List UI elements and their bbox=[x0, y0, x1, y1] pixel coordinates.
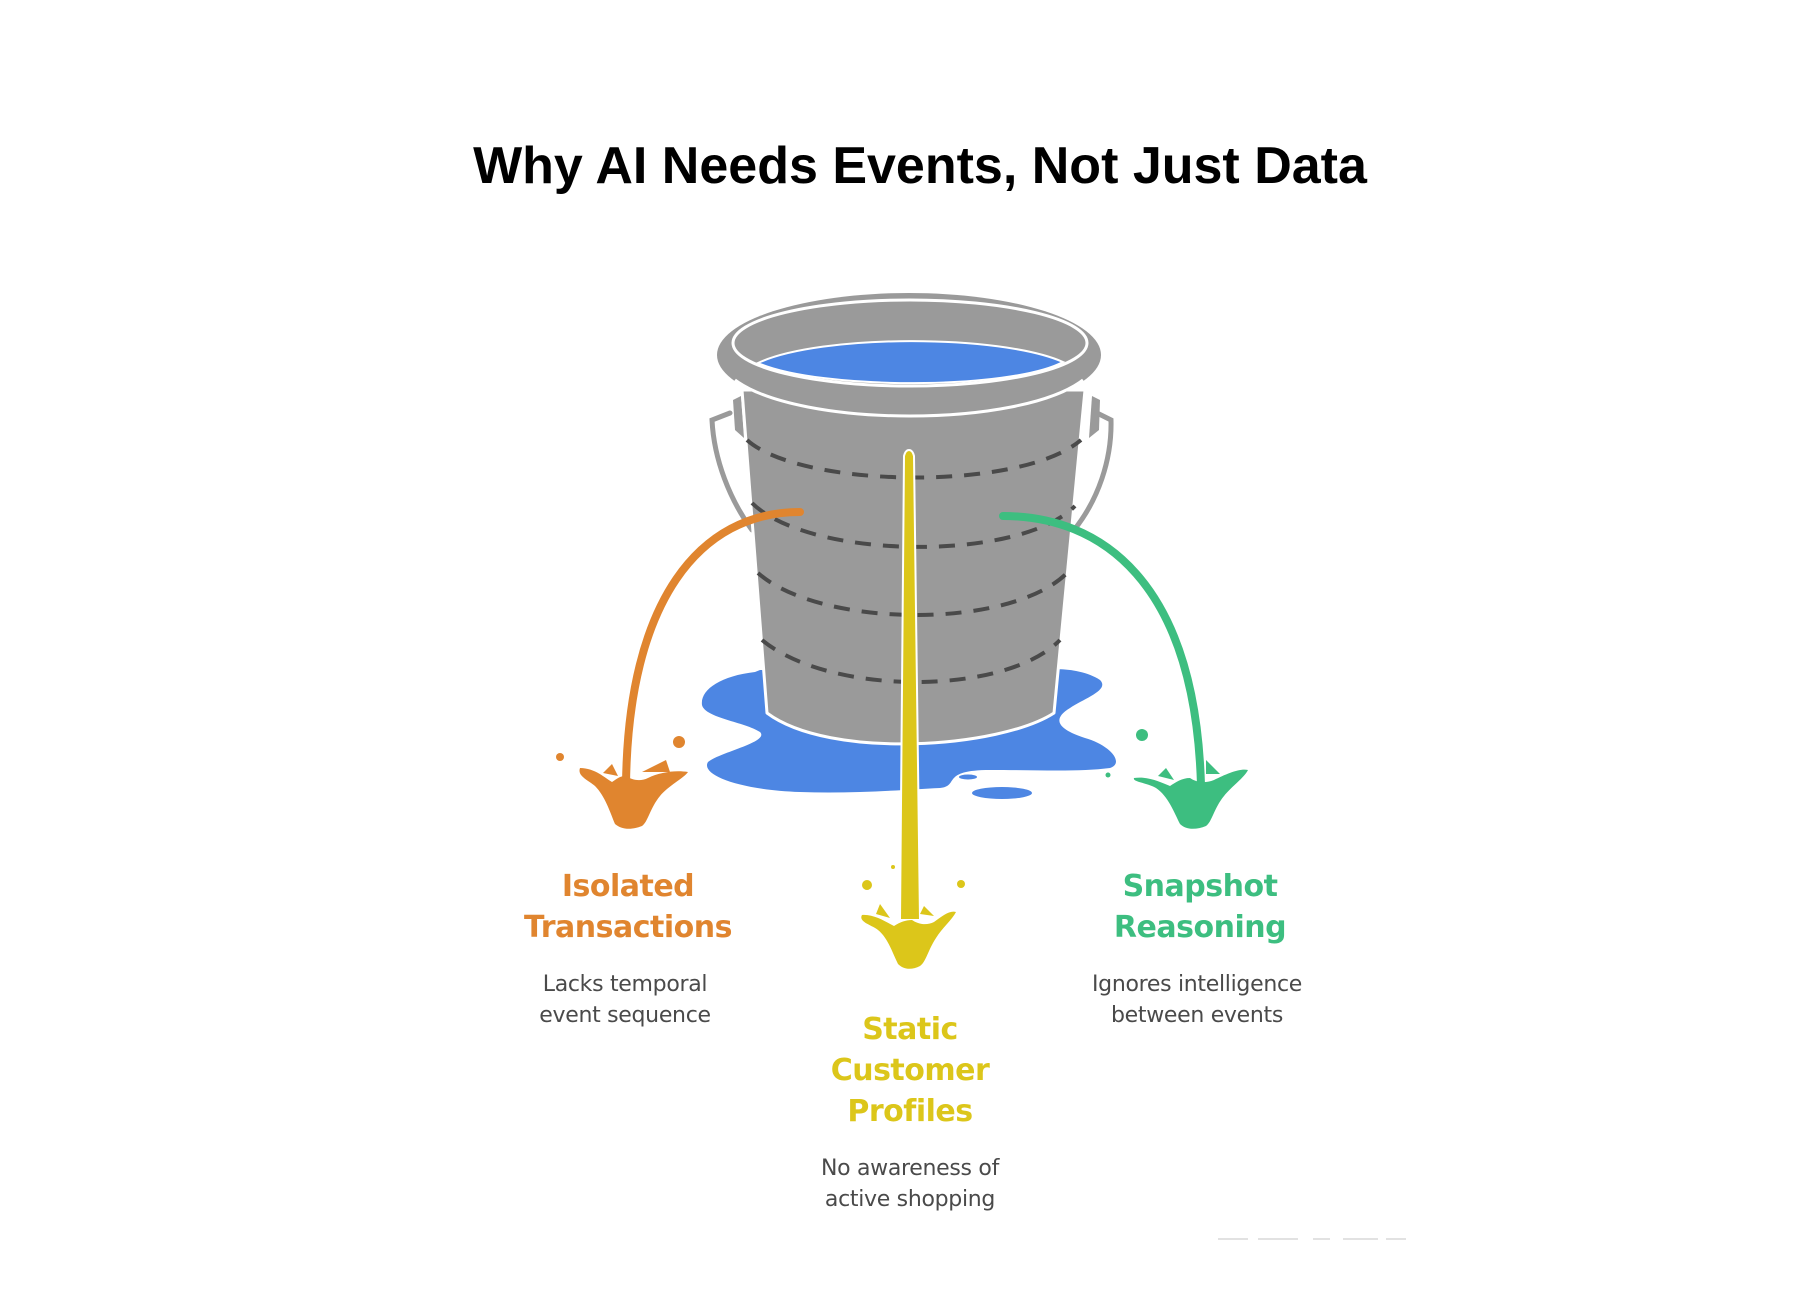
green-droplet-2 bbox=[1105, 772, 1111, 778]
green-droplet-1 bbox=[1136, 729, 1148, 741]
heading-line: Isolated bbox=[561, 869, 695, 904]
heading-line: Transactions bbox=[524, 910, 732, 945]
orange-leak-stream bbox=[622, 508, 804, 789]
bucket-handle-right bbox=[1071, 410, 1114, 533]
description-line: Ignores intelligence bbox=[1091, 972, 1303, 997]
description-line: active shopping bbox=[824, 1187, 996, 1212]
description-line: No awareness of bbox=[820, 1156, 1000, 1181]
yellow-droplet-3 bbox=[957, 880, 965, 888]
orange-droplet-1 bbox=[556, 753, 564, 761]
static-customer-profiles-description: No awareness of active shopping bbox=[760, 1153, 1060, 1215]
yellow-leak-stream bbox=[898, 449, 922, 921]
diagram-title: Why AI Needs Events, Not Just Data bbox=[473, 137, 1367, 195]
description-line: Lacks temporal bbox=[542, 972, 708, 997]
bucket-water-surface bbox=[755, 340, 1066, 385]
snapshot-reasoning-description: Ignores intelligence between events bbox=[1047, 969, 1347, 1031]
bucket-rim-lower-edge bbox=[734, 378, 1084, 418]
yellow-droplet-1 bbox=[862, 880, 872, 890]
heading-line: Snapshot bbox=[1122, 869, 1278, 904]
heading-line: Customer bbox=[830, 1053, 990, 1088]
heading-line: Static bbox=[862, 1012, 958, 1047]
orange-splash-icon bbox=[556, 736, 688, 829]
orange-droplet-2 bbox=[673, 736, 685, 748]
water-droplet-puddle bbox=[972, 787, 1032, 799]
green-splash-icon bbox=[1105, 729, 1248, 829]
isolated-transactions-description: Lacks temporal event sequence bbox=[475, 969, 775, 1031]
isolated-transactions-heading: Isolated Transactions bbox=[478, 866, 778, 948]
bucket-band-4 bbox=[760, 638, 1062, 684]
snapshot-reasoning-heading: Snapshot Reasoning bbox=[1050, 866, 1350, 948]
description-line: between events bbox=[1110, 1003, 1284, 1028]
bucket-handle-left-lug bbox=[733, 396, 744, 438]
watermark-mark bbox=[1218, 1238, 1406, 1240]
bucket-band-3 bbox=[756, 571, 1069, 617]
bucket-handle-right-lug bbox=[1089, 396, 1100, 438]
yellow-droplet-2 bbox=[891, 865, 895, 869]
green-leak-stream bbox=[999, 512, 1205, 789]
static-customer-profiles-heading: Static Customer Profiles bbox=[760, 1009, 1060, 1132]
water-droplet-small bbox=[959, 774, 977, 780]
yellow-splash-icon bbox=[861, 865, 965, 969]
description-line: event sequence bbox=[539, 1003, 711, 1028]
heading-line: Profiles bbox=[847, 1094, 973, 1129]
heading-line: Reasoning bbox=[1113, 910, 1287, 945]
